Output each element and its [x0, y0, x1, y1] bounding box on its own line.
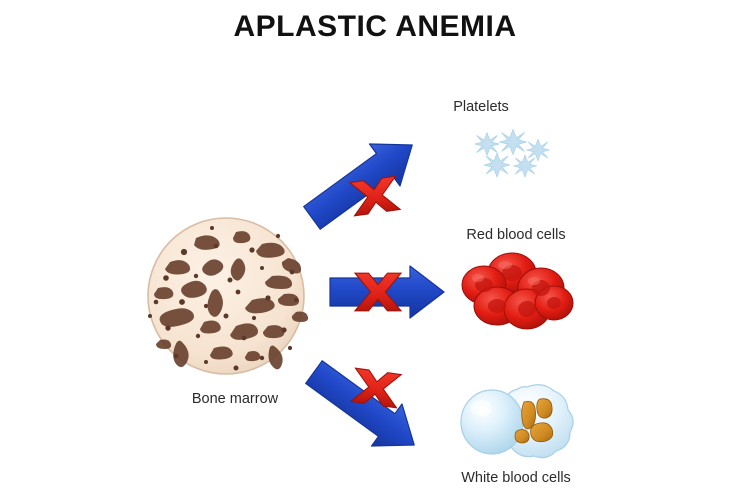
- red-x-platelets: [348, 175, 402, 217]
- page-title: APLASTIC ANEMIA: [233, 10, 517, 43]
- label-platelets: Platelets: [453, 99, 509, 115]
- label-red-blood-cells: Red blood cells: [466, 227, 566, 243]
- platelets-illustration: [474, 128, 550, 178]
- white-blood-cells-illustration: [460, 384, 574, 459]
- label-bone-marrow: Bone marrow: [191, 391, 279, 407]
- bone-marrow-illustration: [147, 217, 309, 375]
- label-white-blood-cells: White blood cells: [461, 470, 571, 486]
- wbc-nucleus: [514, 398, 554, 444]
- red-x-red-blood-cells: [353, 272, 403, 312]
- red-blood-cells-illustration: [461, 252, 574, 330]
- arrow-to-red-blood-cells: [329, 265, 445, 319]
- arrow-to-platelets: [303, 143, 413, 230]
- red-x-white-blood-cells: [349, 367, 403, 409]
- marrow-trabeculae: [154, 231, 309, 370]
- arrow-to-white-blood-cells: [305, 360, 415, 447]
- marrow-speckles: [148, 226, 298, 371]
